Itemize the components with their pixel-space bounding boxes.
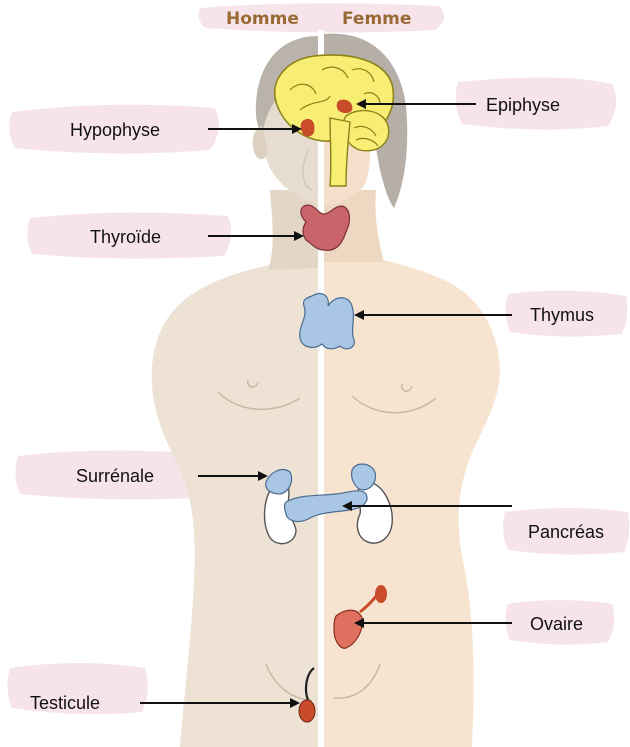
label-epiphyse: Epiphyse xyxy=(486,95,560,115)
label-pancreas: Pancréas xyxy=(528,522,604,542)
label-surrenale: Surrénale xyxy=(76,466,154,486)
label-hypophyse: Hypophyse xyxy=(70,120,160,140)
label-ovaire: Ovaire xyxy=(530,614,583,634)
header-homme: Homme xyxy=(226,9,299,29)
label-thymus: Thymus xyxy=(530,305,594,325)
label-testicule: Testicule xyxy=(30,693,100,713)
thymus-icon xyxy=(300,294,355,349)
header-femme: Femme xyxy=(342,9,411,29)
label-thyroide: Thyroïde xyxy=(90,227,161,247)
